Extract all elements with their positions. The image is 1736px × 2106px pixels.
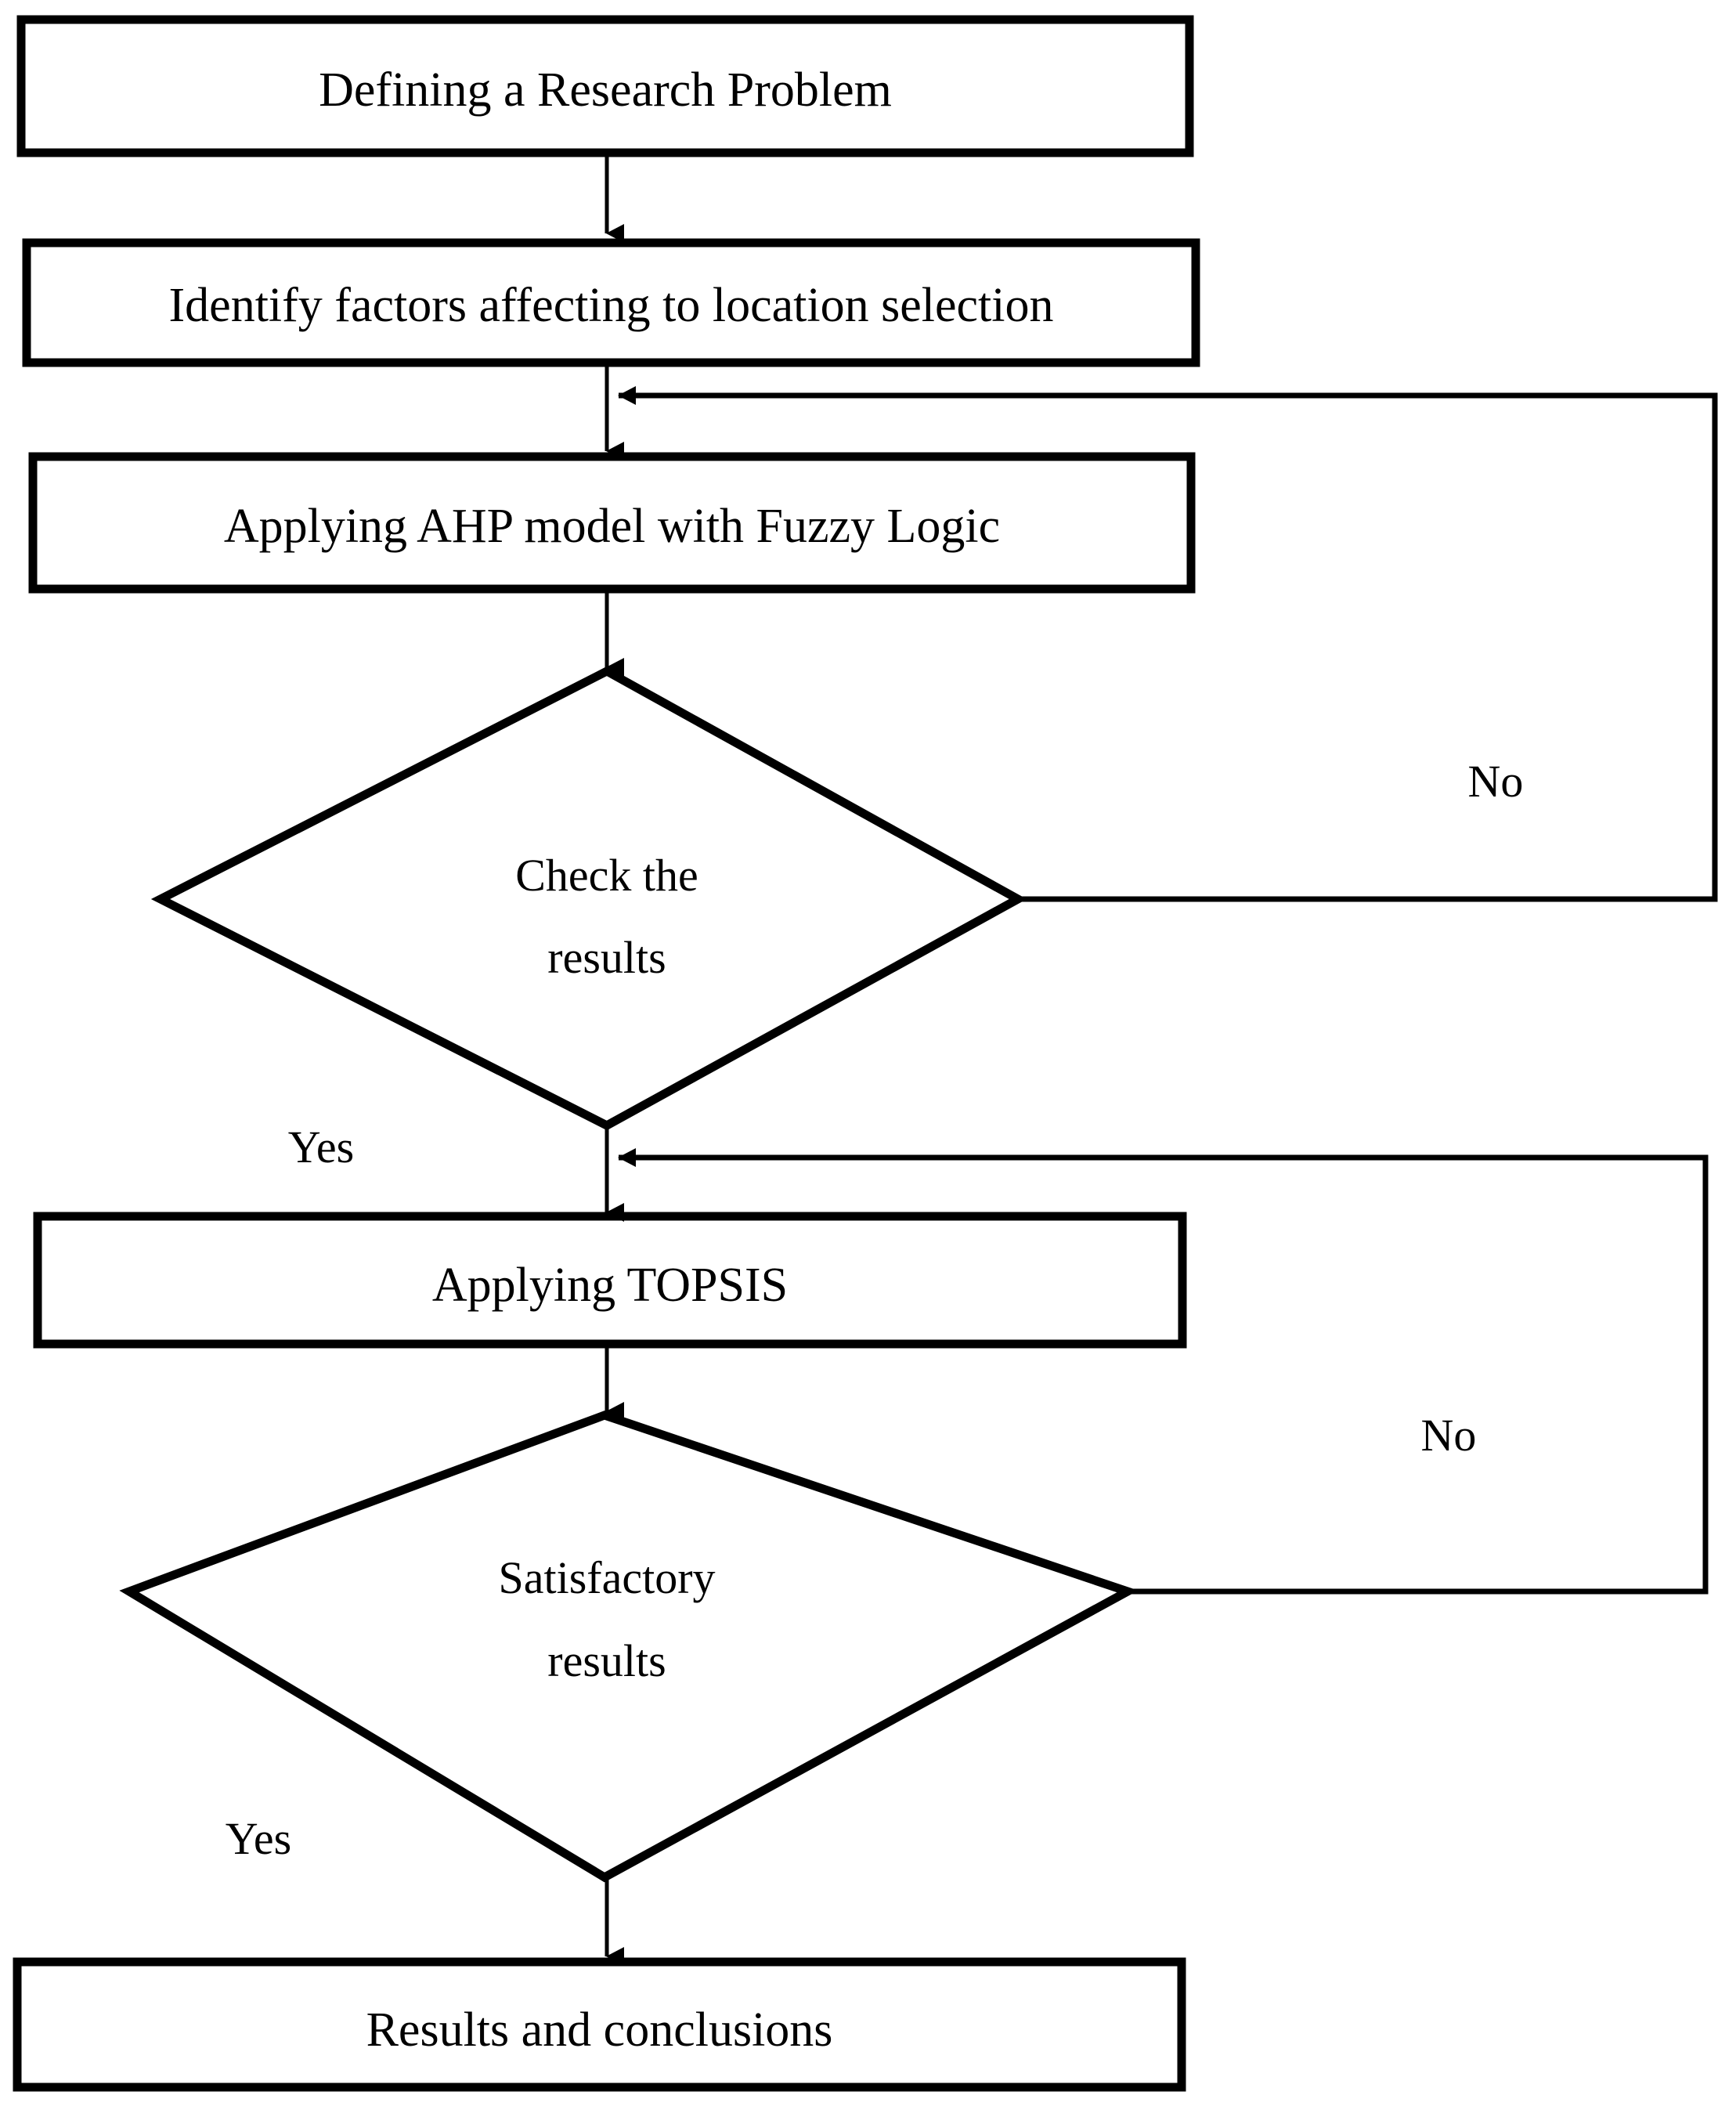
node-hit-identify-factors[interactable] — [27, 243, 1196, 363]
node-identify-factors[interactable] — [22, 238, 1200, 367]
node-applying-topsis[interactable] — [33, 1212, 1187, 1349]
node-hit-results-and-conclusions[interactable] — [17, 1962, 1182, 2087]
node-satisfactory-results[interactable] — [119, 1411, 1139, 1883]
node-hit-applying-ahp-model[interactable] — [33, 457, 1191, 589]
edge-satisfactory-no-loop — [618, 1148, 1709, 1595]
node-hit-satisfactory-results[interactable] — [129, 1415, 1128, 1877]
node-hit-check-the-results[interactable] — [161, 671, 1018, 1125]
node-results-and-conclusions[interactable] — [13, 1957, 1186, 2092]
node-hit-defining-a-research-problem[interactable] — [21, 20, 1189, 153]
node-hit-applying-topsis[interactable] — [38, 1216, 1182, 1344]
node-defining-a-research-problem[interactable] — [16, 15, 1194, 157]
edge-check-no-loop — [618, 386, 1718, 902]
